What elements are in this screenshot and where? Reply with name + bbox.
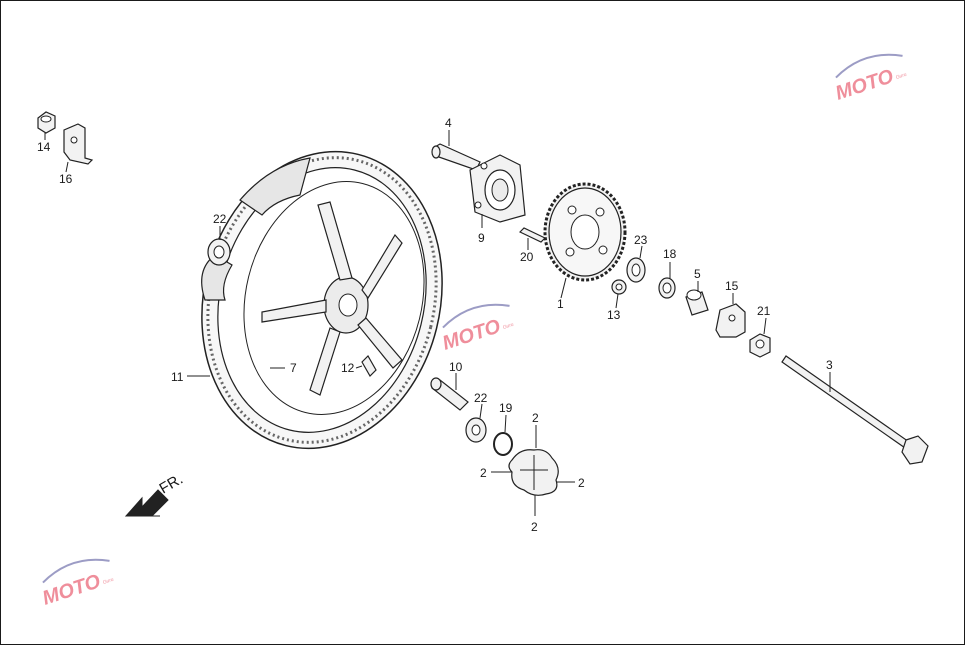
callout-23: 23 (634, 233, 648, 247)
callout-5: 5 (694, 267, 701, 281)
part-9-sprocket-flange (469, 154, 526, 223)
part-18-oil-seal (658, 277, 676, 299)
watermark-tagline: Guru (895, 72, 908, 81)
part-1-rear-sprocket (543, 182, 627, 282)
watermark-tagline: Guru (502, 322, 515, 331)
callout-2-right: 2 (578, 476, 585, 490)
callout-4: 4 (445, 116, 452, 130)
part-23-bearing (626, 257, 646, 283)
part-22-bearing-upper (207, 238, 231, 266)
callout-21: 21 (757, 304, 771, 318)
callout-2-top: 2 (532, 411, 539, 425)
watermark-center: MOTO Guru (440, 303, 515, 355)
part-22-bearing-lower (465, 417, 487, 443)
part-4-stud-bolt (431, 143, 481, 171)
rear-wheel (201, 150, 443, 450)
callout-11: 11 (171, 370, 184, 384)
part-2-damper-rubbers (508, 449, 559, 496)
callout-3: 3 (826, 358, 833, 372)
part-5-collar (685, 289, 709, 316)
callout-2-bottom: 2 (531, 520, 538, 534)
callout-9: 9 (478, 231, 485, 245)
watermark-top-right: MOTO Guru (833, 53, 908, 105)
part-15-chain-adjuster-right (715, 303, 746, 338)
watermark-tagline: Guru (102, 577, 115, 586)
part-20-bolt (518, 227, 547, 243)
front-direction-arrow: FR. (124, 471, 186, 517)
part-16-chain-adjuster-left (63, 123, 94, 165)
callout-18: 18 (663, 247, 677, 261)
part-12-valve (361, 355, 377, 377)
callout-2-left: 2 (480, 466, 487, 480)
callout-labels: 1 2 2 2 2 3 4 5 7 9 10 11 12 13 14 15 16… (37, 116, 833, 534)
callout-15: 15 (725, 279, 739, 293)
part-10-distance-collar (430, 377, 469, 411)
part-13-nut (611, 279, 627, 295)
callout-10: 10 (449, 360, 463, 374)
callout-20: 20 (520, 250, 534, 264)
callout-16: 16 (59, 172, 73, 186)
watermark-bottom-left: MOTO Guru (40, 558, 115, 610)
callout-1: 1 (557, 297, 564, 311)
part-14-nut (37, 111, 56, 134)
callout-13: 13 (607, 308, 621, 322)
callout-22-upper: 22 (213, 212, 227, 226)
callout-7: 7 (290, 361, 297, 375)
callout-14: 14 (37, 140, 51, 154)
callout-22-lower: 22 (474, 391, 488, 405)
leader-lines (44, 130, 831, 516)
part-21-axle-nut (749, 333, 771, 358)
part-3-rear-axle (781, 355, 929, 465)
callout-12: 12 (341, 361, 355, 375)
callout-19: 19 (499, 401, 513, 415)
part-19-o-ring (493, 432, 513, 456)
